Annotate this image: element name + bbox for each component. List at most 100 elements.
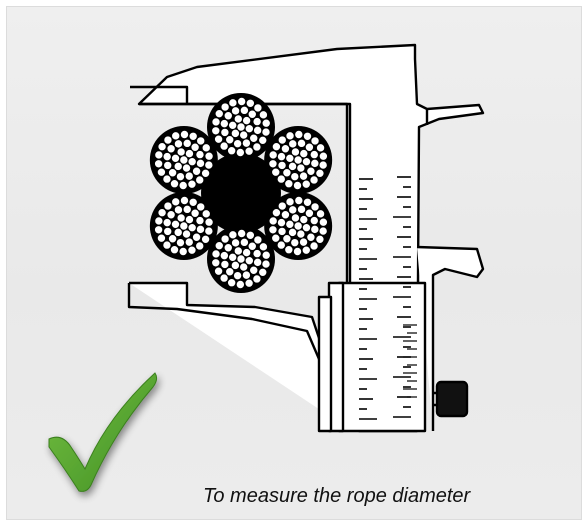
rope-wire — [235, 279, 246, 290]
rope-wire — [204, 151, 214, 161]
rope-wire — [190, 208, 200, 218]
rope-wire — [239, 105, 250, 116]
rope-wire — [284, 179, 294, 189]
rope-wire — [304, 142, 315, 152]
rope-wire — [249, 133, 259, 143]
rope-wire — [204, 226, 214, 236]
rope-wire — [166, 144, 176, 154]
rope-wire — [236, 228, 247, 239]
rope-wire — [173, 161, 183, 172]
rope-wire — [315, 143, 326, 153]
rope-core-wire — [253, 216, 259, 222]
rope-wire — [187, 245, 197, 255]
rope-wire — [211, 258, 221, 268]
rope-wire — [247, 241, 257, 251]
rope-core-wire — [208, 190, 214, 196]
rope-wire — [195, 241, 205, 251]
rope-wire — [175, 171, 186, 182]
rope-wire — [167, 168, 178, 178]
rope-wire — [232, 138, 243, 149]
rope-wire — [298, 237, 309, 247]
rope-wire — [154, 150, 164, 160]
rope-wire — [166, 210, 176, 220]
rope-wire — [157, 207, 167, 218]
rope-wire — [288, 139, 298, 149]
rope-wire — [191, 232, 202, 242]
rope-wire — [156, 233, 167, 243]
rope-wire — [214, 240, 224, 251]
rope-wire — [195, 175, 205, 185]
rope-wire — [306, 166, 316, 176]
rope-wire — [258, 242, 269, 252]
rope-wire — [179, 195, 190, 206]
rope-wire — [299, 214, 309, 225]
rope-wire — [318, 217, 329, 227]
rope-wire — [252, 142, 262, 152]
rope-wire — [296, 229, 306, 239]
rope-wire — [258, 110, 269, 120]
rope-wire — [276, 151, 287, 162]
rope-wire — [261, 259, 271, 269]
rope-wire — [181, 163, 192, 173]
rope-wire — [239, 130, 249, 140]
rope-wire — [228, 98, 238, 108]
rope-strand — [149, 192, 218, 260]
rope-wire — [219, 141, 229, 151]
rope-wire — [268, 159, 278, 169]
rope-wire — [252, 116, 262, 127]
rope-cross-section-icon — [149, 93, 333, 293]
rope-wire — [296, 163, 306, 173]
rope-wire — [290, 237, 300, 248]
rope-wire — [304, 208, 315, 218]
rope-wire — [176, 213, 186, 223]
rope-wire — [280, 210, 291, 220]
rope-wire — [230, 260, 241, 271]
rope-wire — [296, 204, 307, 215]
rope-wire — [268, 216, 278, 226]
rope-wire — [277, 135, 287, 145]
main-scale-ticks — [359, 176, 411, 420]
rope-wire — [296, 138, 307, 149]
rope-wire — [282, 168, 292, 178]
rope-wire — [301, 179, 311, 189]
rope-strand — [264, 126, 333, 194]
rope-wire — [230, 128, 241, 139]
rope-wire — [277, 226, 287, 237]
rope-wire — [252, 274, 262, 284]
rope-wire — [156, 167, 167, 177]
rope-wire — [277, 160, 287, 171]
rope-wire — [315, 209, 326, 219]
rope-wire — [290, 147, 301, 157]
rope-wire — [302, 197, 313, 207]
rope-wire — [245, 98, 256, 108]
rope-wire — [292, 246, 303, 257]
rope-wire — [285, 197, 295, 207]
rope-wire — [204, 160, 214, 170]
rope-wire — [252, 257, 263, 268]
rope-wire — [162, 217, 172, 228]
rope-wire — [175, 237, 186, 248]
rope-wire — [211, 117, 221, 127]
rope-wire — [220, 127, 230, 138]
rope-wire — [299, 148, 309, 159]
rope-wire — [219, 118, 230, 129]
rope-wire — [223, 243, 233, 253]
rope-wire — [318, 160, 328, 170]
rope-wire — [176, 147, 186, 157]
rope-core — [201, 153, 281, 233]
rope-wire — [294, 195, 304, 206]
rope-wire — [271, 207, 282, 218]
rope-wire — [268, 150, 278, 160]
rope-wire — [200, 234, 211, 245]
rope-wire — [171, 131, 181, 141]
rope-wire — [253, 103, 263, 113]
rope-wire — [252, 125, 263, 136]
rope-wire — [271, 167, 281, 177]
rope-wire — [220, 234, 230, 244]
illustration-card: To measure the rope diameter — [6, 6, 582, 520]
rope-wire — [268, 225, 278, 235]
rope-wire — [230, 238, 241, 248]
rope-wire — [182, 204, 192, 215]
rope-wire — [226, 278, 237, 288]
rope-wire — [153, 225, 164, 235]
